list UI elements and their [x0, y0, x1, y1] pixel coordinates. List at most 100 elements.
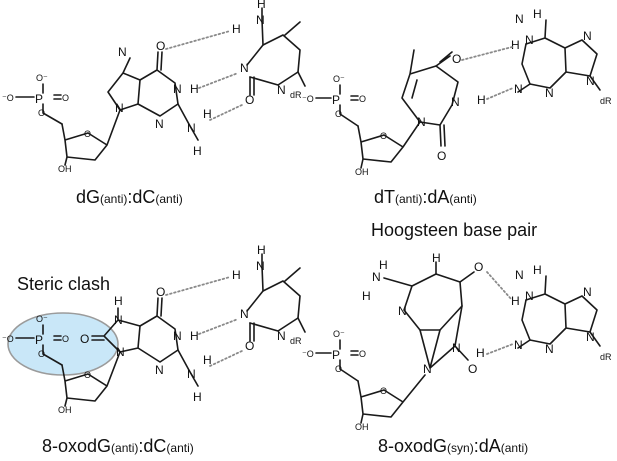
panel-8oxodg-da: O⁻ ⁻O P O O O OH N N H H H O N N O H [302, 251, 612, 456]
phosphate-group: O⁻ ⁻O P O O [302, 74, 366, 127]
atom-label: O [359, 94, 366, 104]
atom-label: O [359, 349, 366, 359]
atom-label: OH [58, 405, 72, 415]
atom-label: N [118, 45, 127, 59]
atom-label: N [187, 121, 196, 135]
atom-label: dR [600, 352, 612, 362]
atom-label: N [452, 341, 461, 355]
atom-label: O [245, 339, 254, 353]
atom-label: ⁻O [302, 94, 314, 104]
caption-dt-da: dT(anti):dA(anti) [374, 187, 477, 207]
atom-label: H [379, 258, 388, 272]
atom-label: O [62, 93, 69, 103]
phosphate-group: O⁻ ⁻O P O O [2, 314, 69, 366]
hydrogen-bonds [461, 46, 514, 100]
atom-label: H [533, 7, 542, 21]
atom-label: OH [58, 164, 72, 174]
cytosine-base: N N N H H O dR [232, 0, 306, 107]
steric-clash-highlight [7, 312, 119, 376]
atom-label: dR [290, 90, 302, 100]
atom-label: N [545, 342, 554, 356]
atom-label: O [84, 129, 91, 139]
atom-label: H [511, 38, 520, 52]
atom-label: O [156, 39, 165, 53]
steric-clash-label: Steric clash [17, 274, 110, 294]
atom-label: N [277, 329, 286, 343]
phosphate-group: O⁻ ⁻O P O O [302, 329, 366, 382]
atom-label: ⁻O [2, 334, 14, 344]
atom-label: H [257, 0, 266, 11]
atom-label: P [332, 93, 340, 107]
atom-label: ⁻O [302, 349, 314, 359]
atom-label: O⁻ [333, 74, 345, 84]
panel-dt-da: O⁻ ⁻O P O O O O H N N O O H N N N N N [302, 7, 612, 240]
caption-8oxodg-dc: 8-oxodG(anti):dC(anti) [42, 436, 194, 456]
atom-label: O [437, 149, 446, 163]
atom-label: H [432, 251, 441, 265]
adenine-base: N N N N N H H N dR [511, 7, 612, 106]
atom-label: H [232, 268, 241, 282]
atom-label: N [116, 345, 125, 359]
atom-label: H [203, 353, 212, 367]
atom-label: H [477, 93, 486, 107]
oxoguanine-base: N N H O N N O H N H H [80, 285, 212, 404]
adenine-base: N N N N N H H N dR [511, 263, 612, 362]
atom-label: H [114, 294, 123, 308]
oxoguanine-syn-base: N N H H H O N N O H [362, 251, 485, 376]
atom-label: N [423, 362, 432, 376]
atom-label: O [468, 362, 477, 376]
atom-label: N [583, 285, 592, 299]
deoxyribose-ring: O OH [58, 109, 121, 174]
atom-label: O [84, 370, 91, 380]
panel-dg-dc: O⁻ ⁻O P O O O OH N N N N O H N H H [2, 0, 306, 207]
atom-label: P [35, 92, 43, 106]
phosphate-group: O⁻ ⁻O P O O [2, 73, 69, 125]
atom-label: N [155, 363, 164, 377]
deoxyribose-ring: O OH [58, 351, 121, 415]
atom-label: H [257, 243, 266, 257]
atom-label: N [240, 61, 249, 75]
atom-label: N [515, 268, 524, 282]
atom-label: dR [600, 96, 612, 106]
cytosine-base: N N N H H O dR [232, 243, 306, 353]
atom-label: N [586, 74, 595, 88]
hydrogen-bonds [165, 30, 245, 121]
guanine-base: N N N N O H N H H [107, 39, 212, 158]
atom-label: N [256, 259, 265, 273]
atom-label: N [583, 29, 592, 43]
atom-label: O⁻ [333, 329, 345, 339]
atom-label: O [62, 334, 69, 344]
atom-label: O [245, 93, 254, 107]
hydrogen-bonds [486, 271, 514, 355]
atom-label: O [38, 108, 45, 118]
atom-label: N [114, 313, 123, 327]
atom-label: O [80, 332, 89, 346]
atom-label: O [452, 52, 461, 66]
atom-label: dR [290, 336, 302, 346]
atom-label: N [187, 367, 196, 381]
atom-label: O [335, 109, 342, 119]
atom-label: O [156, 285, 165, 299]
atom-label: N [398, 304, 407, 318]
atom-label: N [525, 289, 534, 303]
atom-label: N [417, 115, 426, 129]
atom-label: H [476, 346, 485, 360]
atom-label: N [256, 13, 265, 27]
deoxyribose-ring: O OH [355, 374, 426, 432]
hydrogen-bonds [165, 276, 245, 367]
atom-label: O [380, 386, 387, 396]
atom-label: N [173, 82, 182, 96]
atom-label: N [240, 307, 249, 321]
atom-label: H [232, 22, 241, 36]
atom-label: N [277, 83, 286, 97]
atom-label: N [514, 82, 523, 96]
atom-label: H [190, 82, 199, 96]
thymine-base: N N O O H [401, 49, 486, 163]
atom-label: N [451, 95, 460, 109]
caption-8oxodg-da: 8-oxodG(syn):dA(anti) [378, 436, 528, 456]
hoogsteen-label: Hoogsteen base pair [371, 220, 537, 240]
atom-label: H [193, 390, 202, 404]
atom-label: N [515, 12, 524, 26]
atom-label: O [38, 349, 45, 359]
atom-label: P [332, 348, 340, 362]
